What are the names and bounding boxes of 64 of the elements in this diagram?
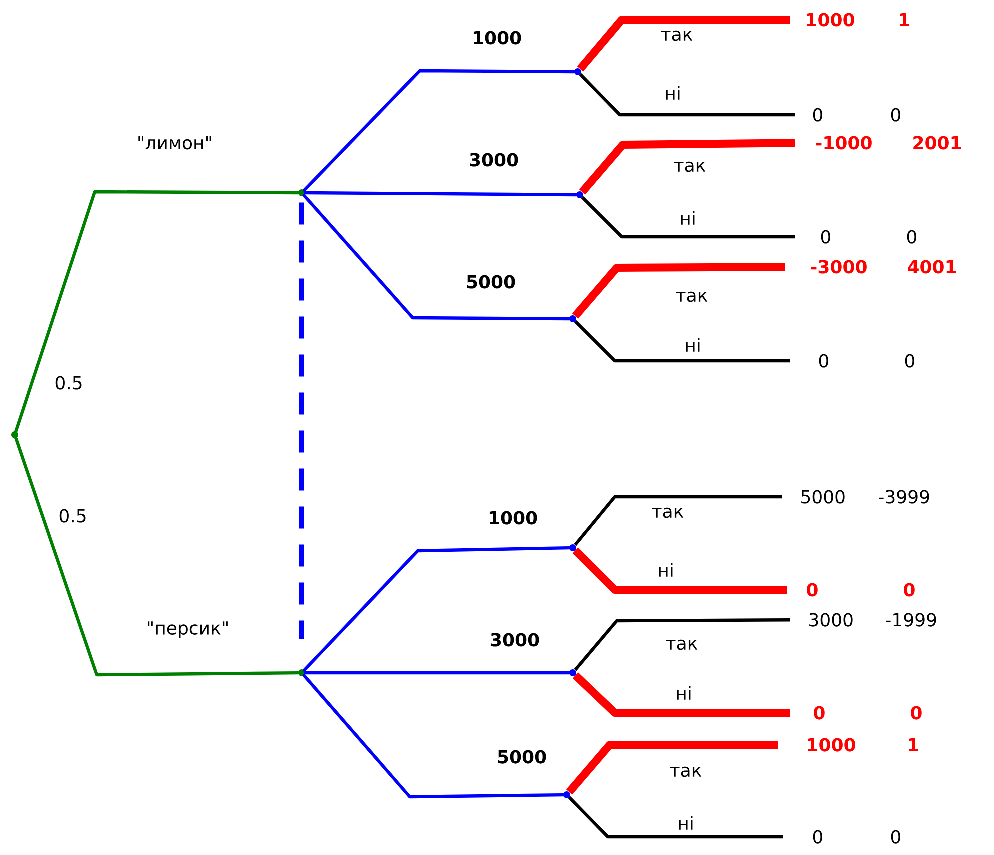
probability-label: 0.5 bbox=[56, 376, 82, 390]
edge-label: ні bbox=[681, 211, 695, 225]
branch-line bbox=[302, 546, 571, 672]
branch-point bbox=[298, 670, 306, 676]
payoff-label: 1000 1 bbox=[807, 13, 910, 27]
branch-line bbox=[581, 196, 795, 239]
edge-label: 1000 bbox=[474, 31, 522, 45]
edge-label: 3000 bbox=[470, 153, 518, 167]
payoff-label: 5000 -3999 bbox=[802, 490, 930, 504]
edge-label: так bbox=[652, 508, 684, 518]
edge-label: так bbox=[670, 766, 702, 778]
branch-line bbox=[302, 69, 576, 192]
edge-label: ні bbox=[666, 86, 680, 100]
branch-line bbox=[572, 672, 790, 717]
edge-label: "лимон" bbox=[138, 136, 212, 150]
branch-line bbox=[14, 436, 300, 677]
edge-label: "персик" bbox=[148, 622, 228, 638]
payoff-label: -1000 2001 bbox=[816, 136, 962, 150]
information-set-line bbox=[300, 202, 304, 640]
branch-line bbox=[572, 263, 786, 319]
probability-label: 0.5 bbox=[60, 509, 86, 523]
payoff-label: 1000 1 bbox=[808, 738, 918, 752]
branch-line bbox=[574, 495, 782, 546]
payoff-label: 0 0 bbox=[814, 706, 922, 720]
payoff-label: 0 0 bbox=[807, 583, 915, 597]
payoff-label: 0 0 bbox=[813, 108, 900, 122]
edge-label: 1000 bbox=[490, 511, 538, 525]
branch-line bbox=[579, 74, 795, 117]
branch-line bbox=[579, 139, 796, 195]
branch-line bbox=[574, 320, 790, 363]
branch-line bbox=[302, 194, 571, 321]
edge-label: 5000 bbox=[467, 275, 516, 289]
edge-label: ні bbox=[659, 563, 673, 577]
branch-line bbox=[566, 741, 778, 795]
edge-label: так bbox=[676, 292, 708, 302]
payoff-label: 3000 -1999 bbox=[810, 613, 936, 627]
payoff-label: 0 0 bbox=[819, 354, 914, 368]
edge-label: ні bbox=[677, 686, 691, 700]
branch-point bbox=[570, 670, 576, 676]
edge-label: так bbox=[674, 162, 706, 172]
branch-line bbox=[574, 618, 790, 672]
branch-line bbox=[572, 548, 787, 594]
branch-point bbox=[570, 544, 576, 552]
branch-point bbox=[574, 68, 582, 76]
edge-label: 3000 bbox=[491, 633, 540, 647]
payoff-label: 0 0 bbox=[821, 230, 916, 244]
branch-line bbox=[304, 671, 571, 675]
branch-line bbox=[568, 796, 783, 839]
edge-label: так bbox=[661, 30, 693, 42]
branch-line bbox=[304, 191, 578, 197]
edge-label: ні bbox=[686, 338, 700, 352]
edge-label: так bbox=[666, 640, 698, 650]
edge-label: ні bbox=[679, 816, 693, 830]
branch-point bbox=[564, 792, 570, 798]
edge-label: 5000 bbox=[498, 750, 546, 764]
branch-point bbox=[298, 190, 306, 196]
branch-line bbox=[14, 190, 300, 434]
branch-point bbox=[576, 192, 584, 198]
branch-line bbox=[577, 16, 790, 72]
payoff-label: 0 0 bbox=[813, 830, 900, 844]
branch-line bbox=[302, 674, 565, 799]
branch-point bbox=[12, 432, 18, 438]
payoff-label: -3000 4001 bbox=[811, 260, 956, 274]
branch-point bbox=[570, 316, 576, 322]
